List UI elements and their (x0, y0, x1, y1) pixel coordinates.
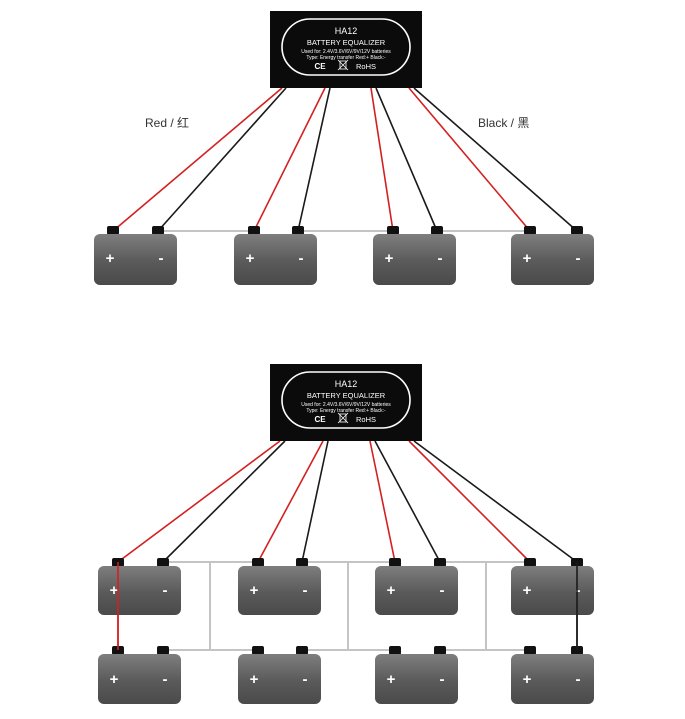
wire-red-4 (408, 87, 531, 232)
battery-1: + - (94, 226, 177, 285)
wire-black-4 (413, 440, 578, 563)
battery-r1-3: + - (375, 558, 458, 615)
battery-2: + - (234, 226, 317, 285)
plus-terminal-label: + (106, 250, 115, 267)
battery-r2-4: + - (511, 646, 594, 704)
plus-terminal-label: + (110, 671, 119, 688)
minus-terminal-label: - (163, 582, 168, 599)
wire-red-1 (117, 440, 281, 563)
battery-r2-2: + - (238, 646, 321, 704)
wire-red-1 (112, 87, 283, 232)
battery-r1-1: + - (98, 558, 181, 615)
device-used-for: Used for: 2.4V/3.6V/6V/9V/12V batteries (301, 402, 391, 408)
plus-terminal-label: + (387, 671, 396, 688)
rohs-mark: RoHS (356, 62, 376, 71)
plus-terminal-label: + (385, 250, 394, 267)
device-used-for: Used for: 2.4V/3.6V/6V/9V/12V batteries (301, 49, 391, 55)
plus-terminal-label: + (387, 582, 396, 599)
battery-r2-3: + - (375, 646, 458, 704)
minus-terminal-label: - (303, 671, 308, 688)
minus-terminal-label: - (440, 582, 445, 599)
wire-black-3 (374, 440, 441, 563)
black-wire-label: Black / 黑 (478, 116, 529, 130)
wire-red-4 (408, 440, 531, 563)
diagram-top: Red / 红 Black / 黑 HA12 BATTERY EQUALIZER… (94, 11, 594, 285)
equalizer-module-bottom: HA12 BATTERY EQUALIZER Used for: 2.4V/3.… (270, 364, 422, 441)
series-links-bottom (117, 561, 532, 651)
diagram-bottom: HA12 BATTERY EQUALIZER Used for: 2.4V/3.… (98, 364, 594, 704)
device-type: Type: Energy transfer Red:+ Black:- (306, 408, 386, 414)
battery-r1-2: + - (238, 558, 321, 615)
minus-terminal-label: - (159, 250, 164, 267)
minus-terminal-label: - (303, 582, 308, 599)
wire-red-3 (369, 440, 396, 563)
device-model: HA12 (335, 26, 358, 36)
plus-terminal-label: + (523, 671, 532, 688)
wires-top (112, 87, 578, 232)
ce-mark: CE (314, 415, 326, 424)
device-name: BATTERY EQUALIZER (307, 38, 386, 47)
battery-3: + - (373, 226, 456, 285)
minus-terminal-label: - (576, 250, 581, 267)
plus-terminal-label: + (110, 582, 119, 599)
crossed-bin-icon (337, 59, 349, 71)
ce-mark: CE (314, 62, 326, 71)
wire-red-2 (253, 87, 326, 232)
battery-r2-1: + - (98, 646, 181, 704)
rohs-mark: RoHS (356, 415, 376, 424)
device-model: HA12 (335, 379, 358, 389)
plus-terminal-label: + (250, 582, 259, 599)
wire-black-2 (301, 440, 329, 563)
crossed-bin-icon (337, 412, 349, 424)
plus-terminal-label: + (523, 582, 532, 599)
equalizer-module-top: HA12 BATTERY EQUALIZER Used for: 2.4V/3.… (270, 11, 422, 88)
device-name: BATTERY EQUALIZER (307, 391, 386, 400)
minus-terminal-label: - (576, 582, 581, 599)
wire-black-1 (162, 440, 286, 563)
wire-red-3 (370, 87, 394, 232)
minus-terminal-label: - (299, 250, 304, 267)
wire-red-2 (257, 440, 324, 563)
wire-black-3 (375, 87, 438, 232)
plus-terminal-label: + (250, 671, 259, 688)
minus-terminal-label: - (163, 671, 168, 688)
device-type: Type: Energy transfer Red:+ Black:- (306, 55, 386, 61)
wire-black-4 (413, 87, 578, 232)
minus-terminal-label: - (576, 671, 581, 688)
red-wire-label: Red / 红 (145, 115, 189, 130)
wire-black-2 (297, 87, 331, 232)
battery-r1-4: + - (511, 558, 594, 615)
plus-terminal-label: + (246, 250, 255, 267)
minus-terminal-label: - (438, 250, 443, 267)
plus-terminal-label: + (523, 250, 532, 267)
minus-terminal-label: - (440, 671, 445, 688)
battery-4: + - (511, 226, 594, 285)
wire-black-1 (157, 87, 287, 232)
